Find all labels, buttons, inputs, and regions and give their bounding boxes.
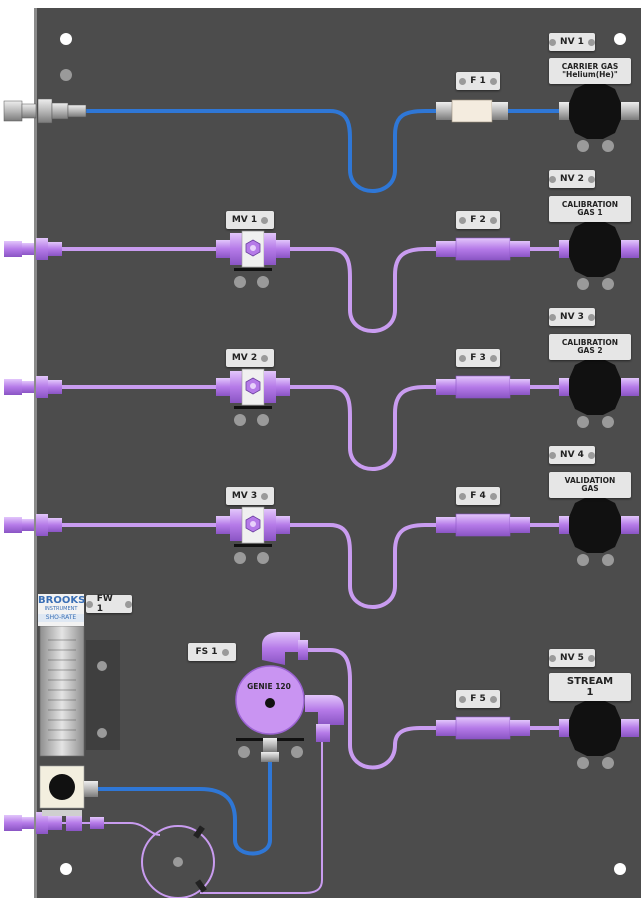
- tag-f3: F 3: [456, 349, 500, 367]
- tag-nv4: NV 4: [549, 446, 595, 464]
- filter-f2[interactable]: [436, 237, 530, 261]
- tag-mv1: MV 1: [226, 211, 274, 229]
- tag-nv2: NV 2: [549, 170, 595, 188]
- flowmeter-brand-plate: BROOKS INSTRUMENT SHO-RATE: [38, 594, 86, 626]
- flowmeter-tubing: [98, 760, 272, 856]
- coil-clip: [195, 879, 207, 893]
- label-carrier-gas: CARRIER GAS"Helium(He)": [549, 58, 631, 84]
- flowmeter-fw1[interactable]: [39, 625, 120, 816]
- bypass-tubing: [200, 738, 323, 894]
- needle-valve-nv3[interactable]: [559, 359, 639, 428]
- genie-120-regulator[interactable]: [235, 632, 344, 762]
- genie-label: GENIE 120: [247, 682, 291, 691]
- tag-nv3: NV 3: [549, 308, 595, 326]
- tag-f5: F 5: [456, 690, 500, 708]
- manual-valve-mv1[interactable]: [216, 230, 290, 288]
- panel-plate: [34, 8, 641, 898]
- mount-hole: [60, 33, 72, 45]
- tag-nv5: NV 5: [549, 649, 595, 667]
- filter-f3[interactable]: [436, 375, 530, 399]
- inlet-fitting: [51, 102, 69, 120]
- needle-valve-nv4[interactable]: [559, 497, 639, 566]
- needle-valve-nv1[interactable]: [559, 83, 639, 152]
- tag-nv1: NV 1: [549, 33, 595, 51]
- filter-f5[interactable]: [436, 716, 530, 740]
- inlet-fittings-purple: [4, 238, 104, 834]
- tag-f1: F 1: [456, 72, 500, 90]
- coil-clip: [193, 825, 205, 839]
- tag-mv2: MV 2: [226, 349, 274, 367]
- inlet-fitting: [21, 103, 37, 119]
- manual-valve-mv3[interactable]: [216, 506, 290, 564]
- filter-f4[interactable]: [436, 513, 530, 537]
- carrier-gas-tubing: [85, 109, 436, 193]
- tag-mv3: MV 3: [226, 487, 274, 505]
- coil-screw: [173, 857, 183, 867]
- inlet-fitting: [3, 100, 23, 122]
- brand-name: BROOKS: [38, 595, 86, 606]
- screw: [60, 69, 72, 81]
- row-calibration-gas-1: [60, 247, 560, 333]
- brand-sub: INSTRUMENT: [44, 606, 78, 612]
- bypass-tubing: [60, 822, 161, 836]
- mount-hole: [614, 863, 626, 875]
- tag-fw1: FW 1: [86, 594, 132, 614]
- row-calibration-gas-2: [60, 385, 560, 471]
- inlet-fitting: [37, 98, 53, 124]
- tag-fs1: FS 1: [188, 643, 236, 661]
- model-name: SHO-RATE: [38, 614, 84, 622]
- needle-valve-nv5[interactable]: [559, 700, 639, 769]
- mount-hole: [60, 863, 72, 875]
- tubing-coil: [141, 825, 215, 898]
- stream-tubing: [300, 648, 436, 770]
- inlet-fitting: [67, 104, 87, 118]
- panel-edge: [34, 8, 37, 898]
- filter-f1-fitting: [492, 102, 508, 120]
- tag-f2: F 2: [456, 211, 500, 229]
- tag-f4: F 4: [456, 487, 500, 505]
- row-validation-gas: [60, 523, 560, 609]
- manual-valve-mv2[interactable]: [216, 368, 290, 426]
- mount-hole: [614, 33, 626, 45]
- filter-f1-body[interactable]: [451, 99, 493, 123]
- filter-f1-fitting: [436, 102, 452, 120]
- needle-valve-nv2[interactable]: [559, 221, 639, 290]
